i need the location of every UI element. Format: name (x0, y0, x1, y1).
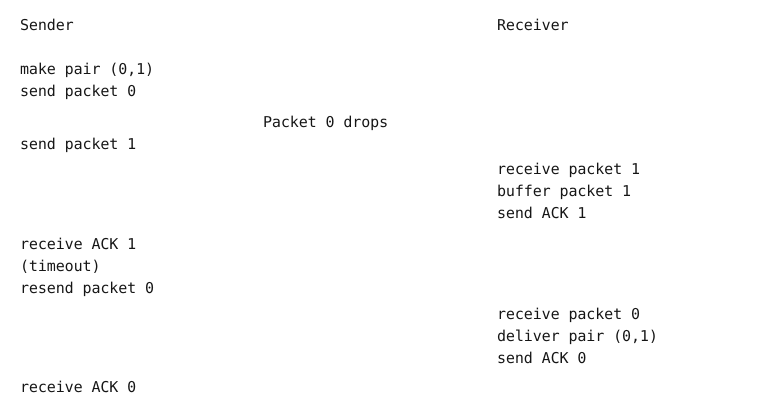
event-line-receiver: receive packet 1 (497, 160, 640, 178)
event-line-sender: send packet 0 (20, 82, 137, 100)
event-line-sender: (timeout) (20, 257, 101, 275)
column-header-receiver: Receiver (497, 16, 569, 34)
column-header-sender: Sender (20, 16, 74, 34)
event-line-receiver: send ACK 1 (497, 204, 587, 222)
event-line-network: Packet 0 drops (263, 113, 389, 131)
event-line-sender: resend packet 0 (20, 279, 154, 297)
event-line-receiver: receive packet 0 (497, 305, 640, 323)
event-line-sender: receive ACK 1 (20, 235, 137, 253)
event-line-receiver: buffer packet 1 (497, 182, 631, 200)
event-line-receiver: send ACK 0 (497, 349, 587, 367)
event-line-sender: make pair (0,1) (20, 60, 154, 78)
event-line-sender: receive ACK 0 (20, 378, 137, 396)
event-line-sender: send packet 1 (20, 135, 137, 153)
event-line-receiver: deliver pair (0,1) (497, 327, 658, 345)
